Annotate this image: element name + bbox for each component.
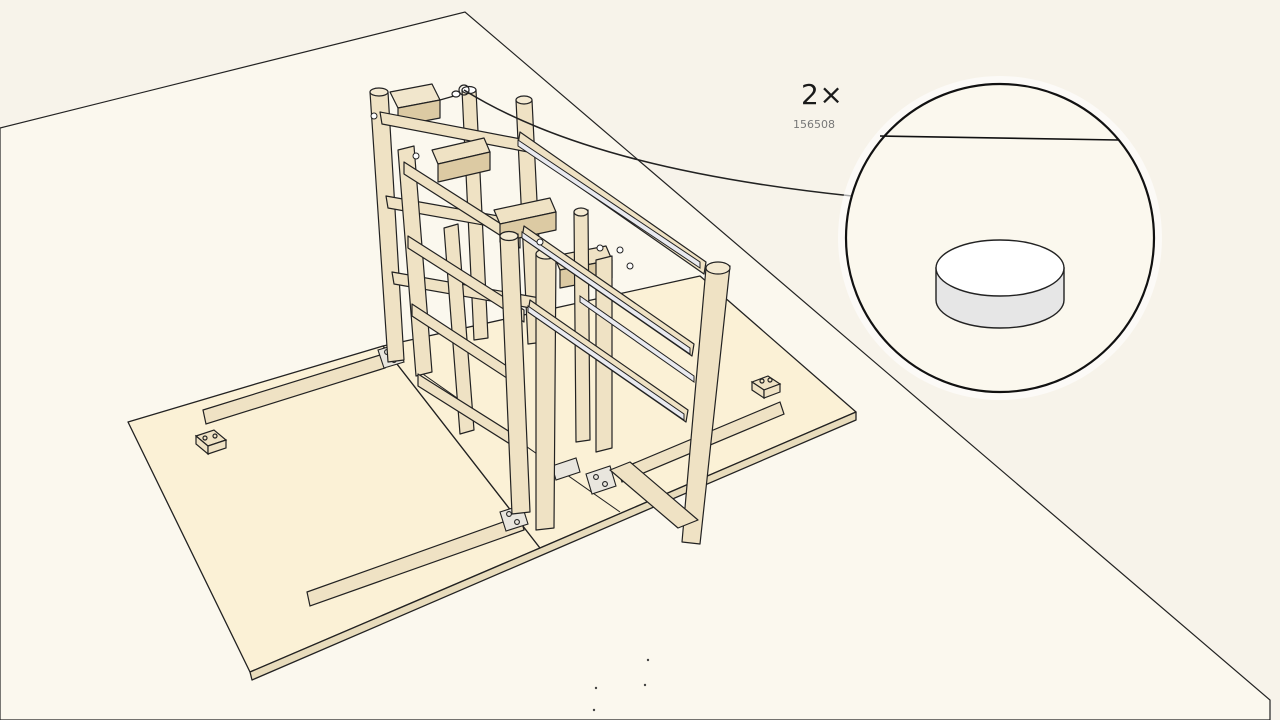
- hinge-3: [585, 465, 617, 495]
- post-middle: [573, 209, 591, 443]
- drawer-rail-2: [521, 231, 691, 355]
- screws: [370, 112, 634, 270]
- guide-dots: [592, 658, 650, 712]
- part-number-label: 156508: [793, 118, 835, 131]
- leg-front-2: [535, 251, 557, 531]
- stretcher-1-side: [437, 151, 491, 183]
- blocks: [194, 375, 782, 456]
- block-right: [750, 375, 782, 400]
- detail-callout: [838, 76, 1162, 400]
- felt-pad-icon: [935, 239, 1065, 329]
- rail-left-2: [407, 235, 525, 323]
- drawer-rail-3: [527, 305, 685, 421]
- battens: [202, 354, 785, 607]
- diagonal-brace: [609, 461, 699, 529]
- callout-leader: [463, 89, 853, 197]
- drawer-rail-4: [579, 295, 695, 383]
- drawer-rail-1: [517, 139, 701, 269]
- batten-left-bottom: [306, 515, 525, 607]
- quantity-label: 2×: [801, 78, 844, 111]
- drawer-rails: [517, 139, 701, 421]
- rail-left-1: [403, 161, 521, 249]
- block-left: [194, 429, 228, 456]
- callout-surface-line: [879, 135, 1119, 141]
- stile-left-inner: [443, 223, 475, 435]
